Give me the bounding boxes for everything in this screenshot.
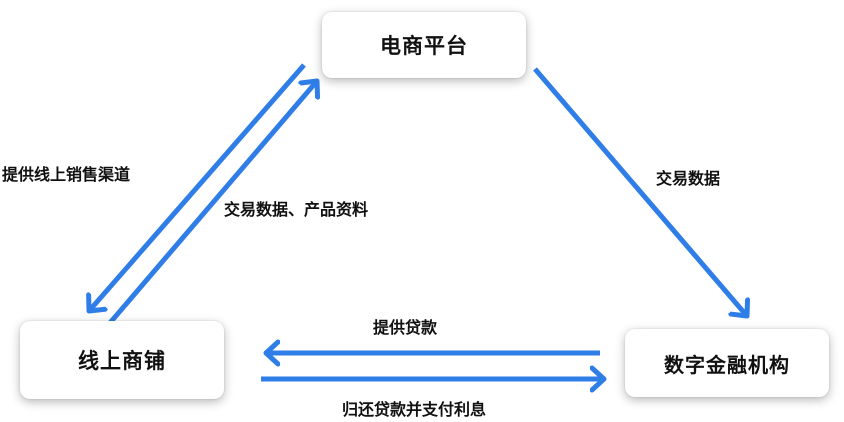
label-transaction-data: 交易数据 <box>656 169 721 188</box>
label-provide-loan: 提供贷款 <box>373 318 438 337</box>
node-online-shop-label: 线上商铺 <box>78 349 166 373</box>
label-sales-channel: 提供线上销售渠道 <box>2 165 131 184</box>
label-repay-loan-and-interest: 归还贷款并支付利息 <box>342 400 487 419</box>
label-transaction-and-product-data: 交易数据、产品资料 <box>224 200 369 219</box>
node-ecommerce-platform-label: 电商平台 <box>380 34 468 58</box>
node-digital-finance-institution: 数字金融机构 <box>625 329 829 397</box>
node-digital-finance-institution-label: 数字金融机构 <box>664 352 790 377</box>
arrow-platform-to-shop <box>89 63 306 311</box>
node-online-shop: 线上商铺 <box>20 321 224 399</box>
arrow-platform-to-finance <box>533 67 747 316</box>
arrow-shop-to-platform <box>107 81 317 326</box>
node-ecommerce-platform: 电商平台 <box>322 12 526 78</box>
